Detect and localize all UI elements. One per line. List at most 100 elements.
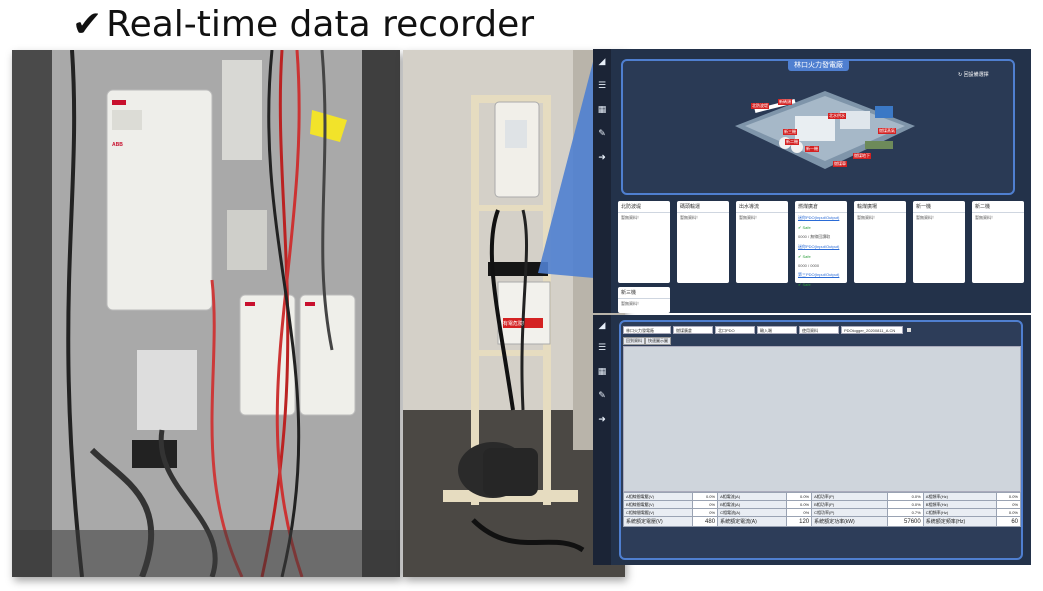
back-to-device-link[interactable]: ↻ 回設備選擇 bbox=[958, 72, 989, 78]
checkmark-icon: ✔ bbox=[72, 4, 103, 45]
sidebar: ◢ ☰ ▦ ✎ ➜ bbox=[593, 315, 611, 565]
cell-label: 系統額定功率(kW) bbox=[811, 516, 888, 527]
status-card-7[interactable]: 新二機 暫無資料！ bbox=[972, 201, 1024, 283]
card-title: 新三機 bbox=[618, 287, 670, 299]
rated-voltage-value: 480 bbox=[692, 516, 719, 527]
card-status: 暫無資料！ bbox=[621, 301, 641, 306]
cell-value: 0.0% bbox=[786, 500, 813, 509]
tab-back-to-data[interactable]: 回到資料 bbox=[623, 337, 645, 345]
sidebar: ◢ ☰ ▦ ✎ ➜ bbox=[593, 49, 611, 313]
callout-wedge bbox=[538, 58, 594, 278]
file-select[interactable]: PDOlogger_20200811_A.CN bbox=[841, 326, 903, 334]
status-card-1[interactable]: 北防波堤 暫無資料！ bbox=[618, 201, 670, 283]
measurement-table: A相線間電壓(V) 0.0% A相電流(A) 0.0% A相功率(P) 0.0%… bbox=[622, 492, 1021, 527]
data-type-select[interactable]: 使用資料 bbox=[799, 326, 839, 334]
card-note-2: 0000 / 0000 bbox=[798, 263, 820, 268]
map-label-2[interactable]: 新碼頭 bbox=[778, 99, 792, 105]
card-title: 出水導流 bbox=[736, 201, 788, 213]
cell-value: 0.7% bbox=[886, 508, 924, 517]
rated-frequency-value: 60 bbox=[996, 516, 1021, 527]
card-link-2[interactable]: 迷你PDO(Input/Output) bbox=[798, 244, 840, 249]
table-row: 系統額定電壓(V) 480 系統額定電流(A) 120 系統額定功率(kW) 5… bbox=[622, 516, 1021, 527]
card-link-1[interactable]: 迷你PDO(Input/Output) bbox=[798, 215, 840, 220]
rated-power-value: 57600 bbox=[886, 516, 924, 527]
card-status: 暫無資料！ bbox=[680, 215, 700, 220]
card-note: 0000 / 無線回讀取 bbox=[798, 234, 831, 239]
safe-badge-3: ✔ Safe bbox=[798, 282, 811, 287]
card-title: 新一機 bbox=[913, 201, 965, 213]
card-status: 暫無資料！ bbox=[975, 215, 995, 220]
cell-label: B相頻率(Hz) bbox=[922, 500, 998, 509]
card-status: 暫無資料！ bbox=[621, 215, 641, 220]
cell-value: 0% bbox=[786, 508, 813, 517]
status-card-6[interactable]: 新一機 暫無資料！ bbox=[913, 201, 965, 283]
logout-icon[interactable]: ➜ bbox=[598, 153, 606, 163]
card-title: 北防波堤 bbox=[618, 201, 670, 213]
map-label-5[interactable]: 新二機 bbox=[785, 139, 799, 145]
device-select[interactable]: 北口PDO bbox=[715, 326, 755, 334]
card-link-3[interactable]: 第三PDO(Input/Output) bbox=[798, 272, 840, 277]
menu-icon[interactable]: ☰ bbox=[597, 343, 607, 353]
safe-badge-1: ✔ Safe bbox=[798, 225, 811, 230]
logger-panel: 林口火力發電廠 燃煤廣倉 北口PDO 輸入端 使用資料 PDOlogger_20… bbox=[619, 320, 1023, 560]
safe-badge-2: ✔ Safe bbox=[798, 254, 811, 259]
status-card-2[interactable]: 碼頭輸運 暫無資料！ bbox=[677, 201, 729, 283]
cell-label: C相線間電壓(V) bbox=[622, 508, 694, 517]
drive-brand-label: ABB bbox=[112, 142, 123, 148]
map-label-4[interactable]: 新三機 bbox=[783, 129, 797, 135]
calendar-icon[interactable]: ▦ bbox=[597, 367, 607, 377]
cell-value: 0% bbox=[996, 500, 1021, 509]
table-row: A相線間電壓(V) 0.0% A相電流(A) 0.0% A相功率(P) 0.0%… bbox=[622, 492, 1021, 501]
cell-label: B相功率(P) bbox=[811, 500, 888, 509]
station-title: 林口火力發電廠 bbox=[788, 59, 849, 71]
status-card-3[interactable]: 出水導流 暫無資料！ bbox=[736, 201, 788, 283]
map-label-8[interactable]: 燃煤地下 bbox=[853, 153, 871, 159]
app-logo-icon: ◢ bbox=[598, 321, 606, 331]
cell-label: C相功率(P) bbox=[811, 508, 888, 517]
map-label-6[interactable]: 新一機 bbox=[805, 146, 819, 152]
cell-value: 0.0% bbox=[786, 492, 813, 501]
card-status: 暫無資料！ bbox=[916, 215, 936, 220]
cell-value: 0.0% bbox=[996, 492, 1021, 501]
cell-label: C相電流(A) bbox=[717, 508, 788, 517]
status-card-5[interactable]: 輸煤廣場 暫無資料！ bbox=[854, 201, 906, 283]
menu-icon[interactable]: ☰ bbox=[597, 81, 607, 91]
slide-title: ✔Real-time data recorder bbox=[72, 4, 534, 45]
io-select[interactable]: 輸入端 bbox=[757, 326, 797, 334]
area-select[interactable]: 燃煤廣倉 bbox=[673, 326, 713, 334]
plant-select[interactable]: 林口火力發電廠 bbox=[623, 326, 671, 334]
cell-label: A相頻率(Hz) bbox=[922, 492, 998, 501]
monitor-overview-screenshot: ◢ ☰ ▦ ✎ ➜ 林口火力發電廠 ↻ 回設備選擇 北防波堤 新碼頭 北水供水 … bbox=[593, 49, 1031, 313]
cell-value: 0.0% bbox=[692, 492, 719, 501]
card-title: 燃煤廣倉 bbox=[795, 201, 847, 213]
status-card-4[interactable]: 燃煤廣倉 迷你PDO(Input/Output) ✔ Safe 0000 / 無… bbox=[795, 201, 847, 287]
danger-label: 有電危險! bbox=[503, 321, 525, 327]
tab-quick-chart[interactable]: 快速圖示圖 bbox=[645, 337, 671, 345]
status-card-8[interactable]: 新三機 暫無資料！ bbox=[618, 287, 670, 313]
cell-label: B相線間電壓(V) bbox=[622, 500, 694, 509]
app-logo-icon: ◢ bbox=[598, 57, 606, 67]
map-label-9[interactable]: 燃煤車 bbox=[833, 161, 847, 167]
calendar-icon[interactable]: ▦ bbox=[597, 105, 607, 115]
card-title: 新二機 bbox=[972, 201, 1024, 213]
safe-badge-label: Safe bbox=[802, 254, 811, 259]
map-label-3[interactable]: 北水供水 bbox=[828, 113, 846, 119]
cell-label: 系統額定電壓(V) bbox=[622, 516, 694, 527]
cell-value: 0.0% bbox=[886, 492, 924, 501]
wrench-icon[interactable]: ✎ bbox=[598, 129, 606, 139]
chart-area[interactable] bbox=[623, 346, 1021, 492]
slide-title-text: Real-time data recorder bbox=[106, 4, 535, 45]
map-label-1[interactable]: 北防波堤 bbox=[751, 103, 769, 109]
cell-value: 0.0% bbox=[996, 508, 1021, 517]
card-status: 暫無資料！ bbox=[739, 215, 759, 220]
cell-value: 0% bbox=[692, 508, 719, 517]
safe-badge-label: Safe bbox=[802, 225, 811, 230]
map-label-7[interactable]: 燃煤蒸氣 bbox=[878, 128, 896, 134]
cabinet-photo-illustration bbox=[12, 50, 400, 577]
cell-label: C相頻率(Hz) bbox=[922, 508, 998, 517]
cell-label: A相電流(A) bbox=[717, 492, 788, 501]
rated-current-value: 120 bbox=[786, 516, 813, 527]
logout-icon[interactable]: ➜ bbox=[598, 415, 606, 425]
wrench-icon[interactable]: ✎ bbox=[598, 391, 606, 401]
settings-small-icon[interactable] bbox=[907, 328, 911, 332]
